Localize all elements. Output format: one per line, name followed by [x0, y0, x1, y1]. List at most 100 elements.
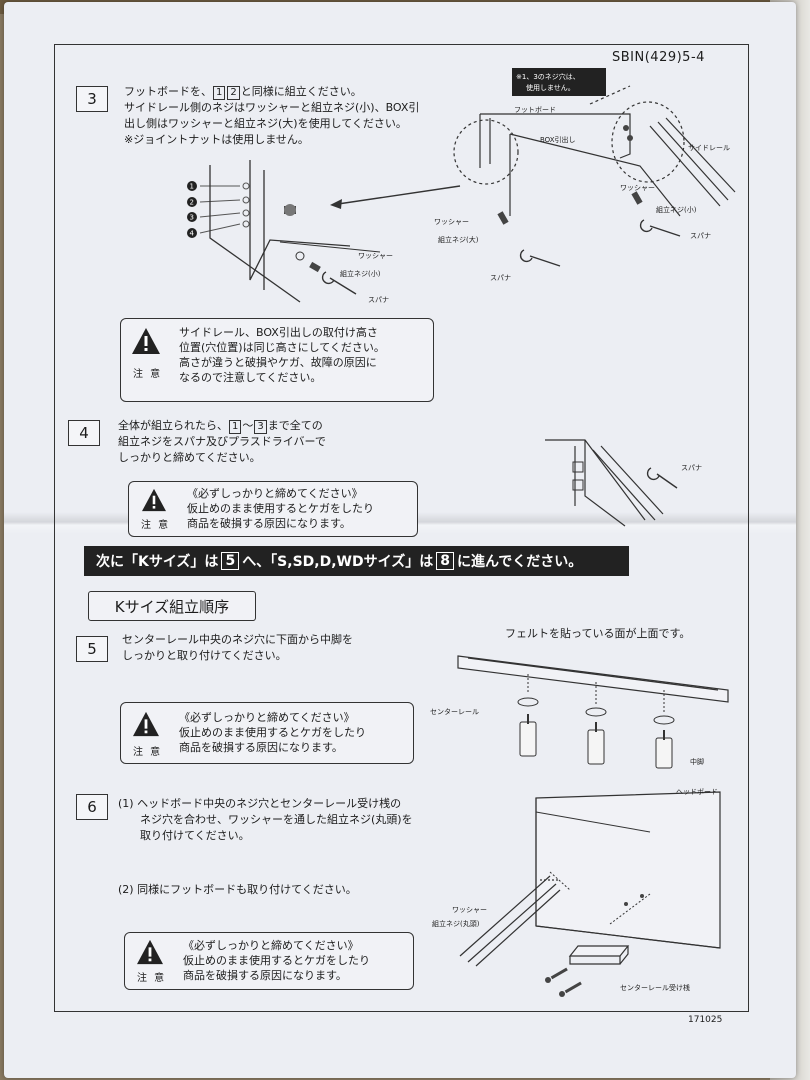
step-4-line1b: まで全ての [267, 419, 323, 432]
marker-3 [187, 212, 197, 222]
note-line1: ※1、3のネジ穴は、 [516, 72, 580, 81]
step-4-range: ～ [242, 419, 254, 432]
step-5-text: センターレール中央のネジ穴に下面から中脚を しっかりと取り付けてください。 [122, 632, 353, 664]
step-ref-3: 3 [254, 420, 267, 434]
screw-small-right-icon [631, 191, 643, 205]
step-3-caution-box: 注 意 サイドレール、BOX引出しの取付け高さ 位置(穴位置)は同じ高さにしてく… [120, 318, 434, 402]
banner-text-c: に進んでください。 [456, 554, 583, 570]
caution-message: サイドレール、BOX引出しの取付け高さ 位置(穴位置)は同じ高さにしてください。… [179, 325, 385, 385]
marker-4 [187, 228, 197, 238]
screw-small-icon [284, 204, 321, 273]
note-line2: 使用しません。 [526, 83, 575, 92]
spanner-left-icon [519, 249, 561, 267]
document-id: SBIN(429)5-4 [612, 50, 705, 65]
note-box [512, 68, 606, 96]
siderail-label: サイドレール [688, 144, 730, 152]
washer-label: ワッシャー [452, 906, 487, 914]
caution-message: 《必ずしっかりと締めてください》 仮止めのまま使用するとケガをしたり 商品を破損… [179, 710, 366, 755]
caution-label: 注 意 [141, 520, 171, 531]
spanner-right-label: スパナ [690, 232, 711, 240]
step-3-line1a: フットボードを、 [124, 85, 212, 98]
washer-left-label: ワッシャー [434, 218, 469, 226]
step-3-line4: ※ジョイントナットは使用しません。 [124, 133, 309, 146]
caution-line1: 《必ずしっかりと締めてください》 [183, 939, 359, 952]
marker-2 [187, 197, 197, 207]
step-4-illustration: スパナ [545, 439, 702, 527]
spanner-label: スパナ [368, 296, 389, 304]
step-5-line2: しっかりと取り付けてください。 [122, 649, 287, 662]
caution-line1: サイドレール、BOX引出しの取付け高さ [179, 326, 378, 339]
marker-3-label: 3 [190, 214, 194, 222]
washer-label: ワッシャー [358, 252, 393, 260]
step-3-line3: 出し側はワッシャーと組立ネジ(大)を使用してください。 [124, 117, 407, 130]
caution-label: 注 意 [133, 747, 163, 758]
caution-message: 《必ずしっかりと締めてください》 仮止めのまま使用するとケガをしたり 商品を破損… [187, 486, 374, 531]
caution-line2: 仮止めのまま使用するとケガをしたり [187, 502, 374, 515]
step-4-caution-box: 注 意 《必ずしっかりと締めてください》 仮止めのまま使用するとケガをしたり 商… [128, 481, 418, 537]
spanner-icon [646, 467, 678, 489]
round-head-screw-icon [545, 894, 644, 997]
caution-label: 注 意 [137, 973, 167, 984]
screw-small-right-label: 組立ネジ(小) [656, 205, 697, 214]
banner-text-b: へ、「S,SD,D,WDサイズ」は [242, 554, 434, 570]
screw-round-label: 組立ネジ(丸頭) [432, 919, 480, 928]
warning-icon [142, 488, 166, 512]
banner-text-a: 次に「Kサイズ」は [96, 554, 219, 570]
step-4-number: 4 [68, 420, 100, 446]
rail-support-label: センターレール受け桟 [620, 983, 690, 992]
step-3-line1b: と同様に組立ください。 [240, 85, 362, 98]
step-6-line1: (1) ヘッドボード中央のネジ穴とセンターレール受け桟の [118, 797, 402, 810]
step-3-line2: サイドレール側のネジはワッシャーと組立ネジ(小)、BOX引 [124, 101, 420, 114]
ksize-section-title: Kサイズ組立順序 [88, 591, 256, 621]
marker-1-label: 1 [190, 183, 194, 191]
box-label: BOX引出し [540, 135, 576, 144]
screw-large-icon [497, 211, 509, 225]
step-6-number: 6 [76, 794, 108, 820]
caution-line3: 商品を破損する原因になります。 [187, 517, 351, 530]
banner-ref-8: 8 [436, 552, 454, 570]
step-3-number: 3 [76, 86, 108, 112]
caution-label: 注 意 [133, 369, 163, 380]
step-5-number: 5 [76, 636, 108, 662]
spanner-right-icon [639, 219, 681, 237]
spanner-label: スパナ [681, 464, 702, 472]
caution-line2: 仮止めのまま使用するとケガをしたり [179, 726, 366, 739]
step-6-line3: 取り付けてください。 [140, 829, 250, 842]
step-4-line2: 組立ネジをスパナ及びプラスドライバーで [118, 435, 326, 448]
marker-2-label: 2 [190, 199, 194, 207]
step-4-line3: しっかりと締めてください。 [118, 451, 261, 464]
center-leg-icon [519, 721, 673, 769]
step-3-arrow [330, 185, 461, 209]
step-ref-2: 2 [227, 86, 240, 100]
step-ref-1: 1 [229, 420, 242, 434]
caution-line3: 商品を破損する原因になります。 [179, 741, 343, 754]
warning-icon [133, 711, 159, 737]
step-5-caution-box: 注 意 《必ずしっかりと締めてください》 仮止めのまま使用するとケガをしたり 商… [120, 702, 414, 764]
headboard-label: ヘッドボード [676, 788, 718, 796]
step-4-line1a: 全体が組立られたら、 [118, 419, 228, 432]
spanner-left-label: スパナ [490, 274, 511, 282]
step-6-text: (1) ヘッドボード中央のネジ穴とセンターレール受け桟の ネジ穴を合わせ、ワッシ… [118, 796, 413, 844]
caution-line1: 《必ずしっかりと締めてください》 [187, 487, 363, 500]
step-3-right-illustration: ※1、3のネジ穴は、 使用しません。 フットボード BOX引出し サイドレール … [434, 68, 736, 282]
step-6-caution-box: 注 意 《必ずしっかりと締めてください》 仮止めのまま使用するとケガをしたり 商… [124, 932, 414, 990]
step-6-illustration: ヘッドボード ワッシャー 組立ネジ(丸頭) センターレール受け桟 [432, 788, 721, 997]
caution-line3: 商品を破損する原因になります。 [183, 969, 347, 982]
step-6-line2: ネジ穴を合わせ、ワッシャーを通した組立ネジ(丸頭)を [140, 813, 413, 826]
step-5-illustration: センターレール 中脚 [430, 655, 729, 769]
caution-line4: なるので注意してください。 [179, 371, 322, 384]
screw-small-label: 組立ネジ(小) [340, 269, 381, 278]
footboard-label: フットボード [514, 106, 556, 114]
center-rail-label: センターレール [430, 707, 479, 716]
step-6-line4: (2) 同様にフットボードも取り付けてください。 [118, 883, 357, 896]
caution-line3: 高さが違うと破損やケガ、故障の原因に [179, 356, 377, 369]
felt-note: フェルトを貼っている面が上面です。 [505, 627, 691, 640]
document-code: 171025 [688, 1015, 723, 1025]
screw-large-label: 組立ネジ(大) [438, 235, 479, 244]
warning-icon [137, 939, 163, 965]
caution-message: 《必ずしっかりと締めてください》 仮止めのまま使用するとケガをしたり 商品を破損… [183, 938, 370, 983]
caution-line2: 位置(穴位置)は同じ高さにしてください。 [179, 341, 385, 354]
